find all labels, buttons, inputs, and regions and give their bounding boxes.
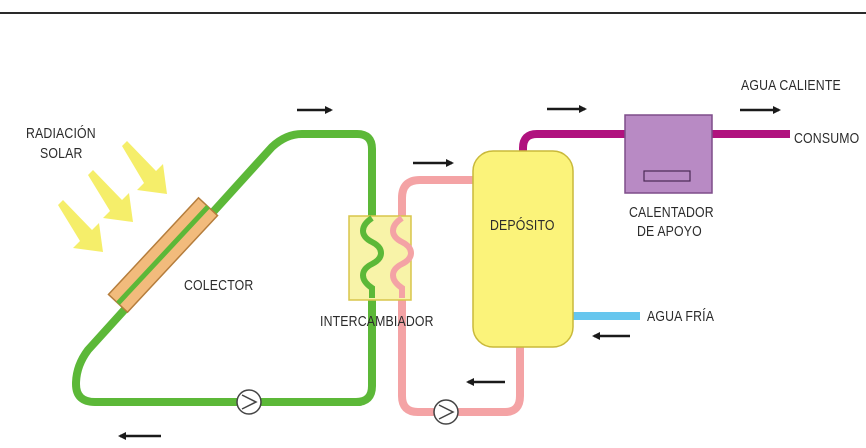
secondary-pump	[433, 399, 459, 425]
hot-water-pipe	[519, 130, 790, 160]
heat-exchanger	[348, 215, 414, 301]
label-calentador: CALENTADOR	[629, 204, 714, 221]
collector-panel	[107, 196, 219, 314]
label-intercambiador: INTERCAMBIADOR	[320, 313, 434, 330]
sun-ray	[122, 141, 167, 194]
backup-heater	[624, 114, 713, 194]
label-deposito: DEPÓSITO	[490, 217, 555, 234]
top-divider	[0, 12, 866, 14]
primary-loop-pipe	[72, 130, 376, 406]
label-consumo: CONSUMO	[794, 130, 860, 147]
label-de-apoyo: DE APOYO	[637, 223, 702, 240]
label-agua-fria: AGUA FRÍA	[647, 308, 715, 325]
label-radiacion: RADIACIÓN	[26, 125, 96, 142]
label-colector: COLECTOR	[184, 277, 254, 294]
label-solar: SOLAR	[40, 145, 83, 162]
secondary-loop-pipe	[398, 176, 524, 416]
tank	[472, 150, 574, 348]
label-agua-caliente: AGUA CALIENTE	[741, 77, 841, 94]
sun-ray	[88, 170, 133, 222]
flow-arrows	[118, 105, 781, 440]
sun-rays	[58, 141, 167, 252]
exchanger-coil-secondary	[390, 215, 414, 298]
sun-ray	[58, 200, 103, 252]
exchanger-coil-primary	[360, 215, 384, 298]
primary-pump	[236, 389, 262, 415]
